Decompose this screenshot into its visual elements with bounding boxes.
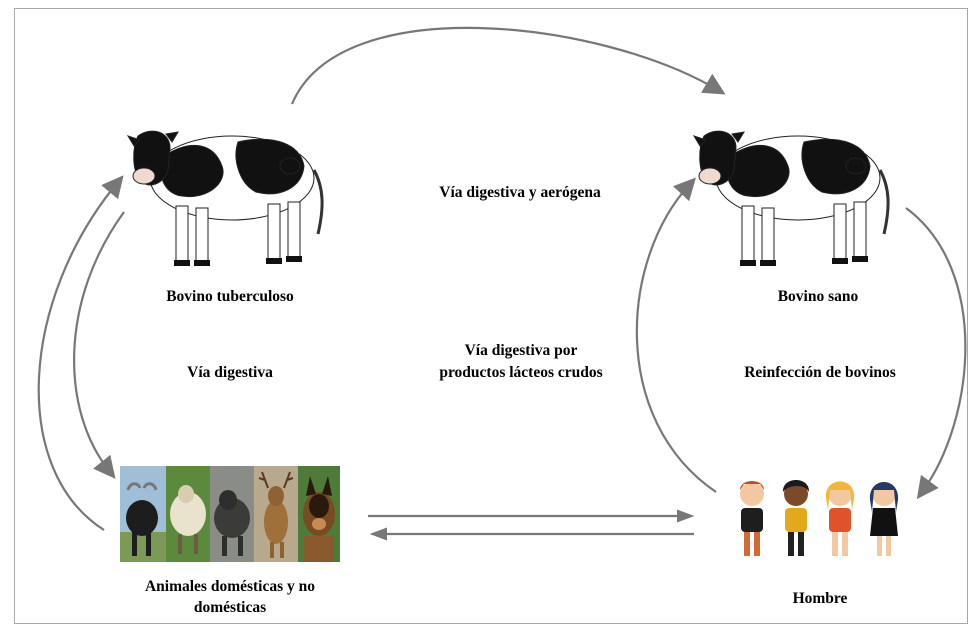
edge-reinfeccion: Reinfección de bovinos xyxy=(744,364,896,381)
person-3-icon xyxy=(825,481,855,556)
node-animales-line1: Animales domésticas y no xyxy=(144,578,316,595)
diagram-frame xyxy=(14,8,968,624)
person-2-icon xyxy=(782,480,810,556)
deer-icon xyxy=(254,466,298,562)
person-4-icon xyxy=(869,482,899,556)
cow-sana-icon xyxy=(692,130,890,266)
animales-strip xyxy=(120,466,340,562)
arrow-sano-to-hombre xyxy=(905,207,967,500)
arrow-animales-to-tuberculoso xyxy=(37,175,124,531)
buffalo-icon xyxy=(120,466,166,562)
node-bovino-tuberculoso: Bovino tuberculoso xyxy=(166,288,294,305)
boar-icon xyxy=(210,466,254,562)
edge-via-lacteos-line1: Vía digestiva por xyxy=(464,342,578,359)
person-1-icon xyxy=(740,481,764,556)
arrow-tuberculoso-to-sano xyxy=(290,26,726,105)
node-animales-line2: domésticas xyxy=(193,599,267,616)
arrow-tuberculoso-to-animales xyxy=(73,211,125,479)
edge-via-digestiva: Vía digestiva xyxy=(187,364,273,381)
edge-via-lacteos-line2: productos lácteos crudos xyxy=(439,364,603,381)
node-hombre: Hombre xyxy=(792,590,848,607)
hombre-icon xyxy=(740,480,899,556)
dog-icon xyxy=(298,466,340,562)
cow-tuberculosa-icon xyxy=(126,130,324,266)
edge-via-digestiva-aerogena: Vía digestiva y aerógena xyxy=(439,184,601,201)
arrow-hombre-to-sano xyxy=(635,177,717,493)
sheep-icon xyxy=(166,466,210,562)
node-bovino-sano: Bovino sano xyxy=(777,288,859,305)
